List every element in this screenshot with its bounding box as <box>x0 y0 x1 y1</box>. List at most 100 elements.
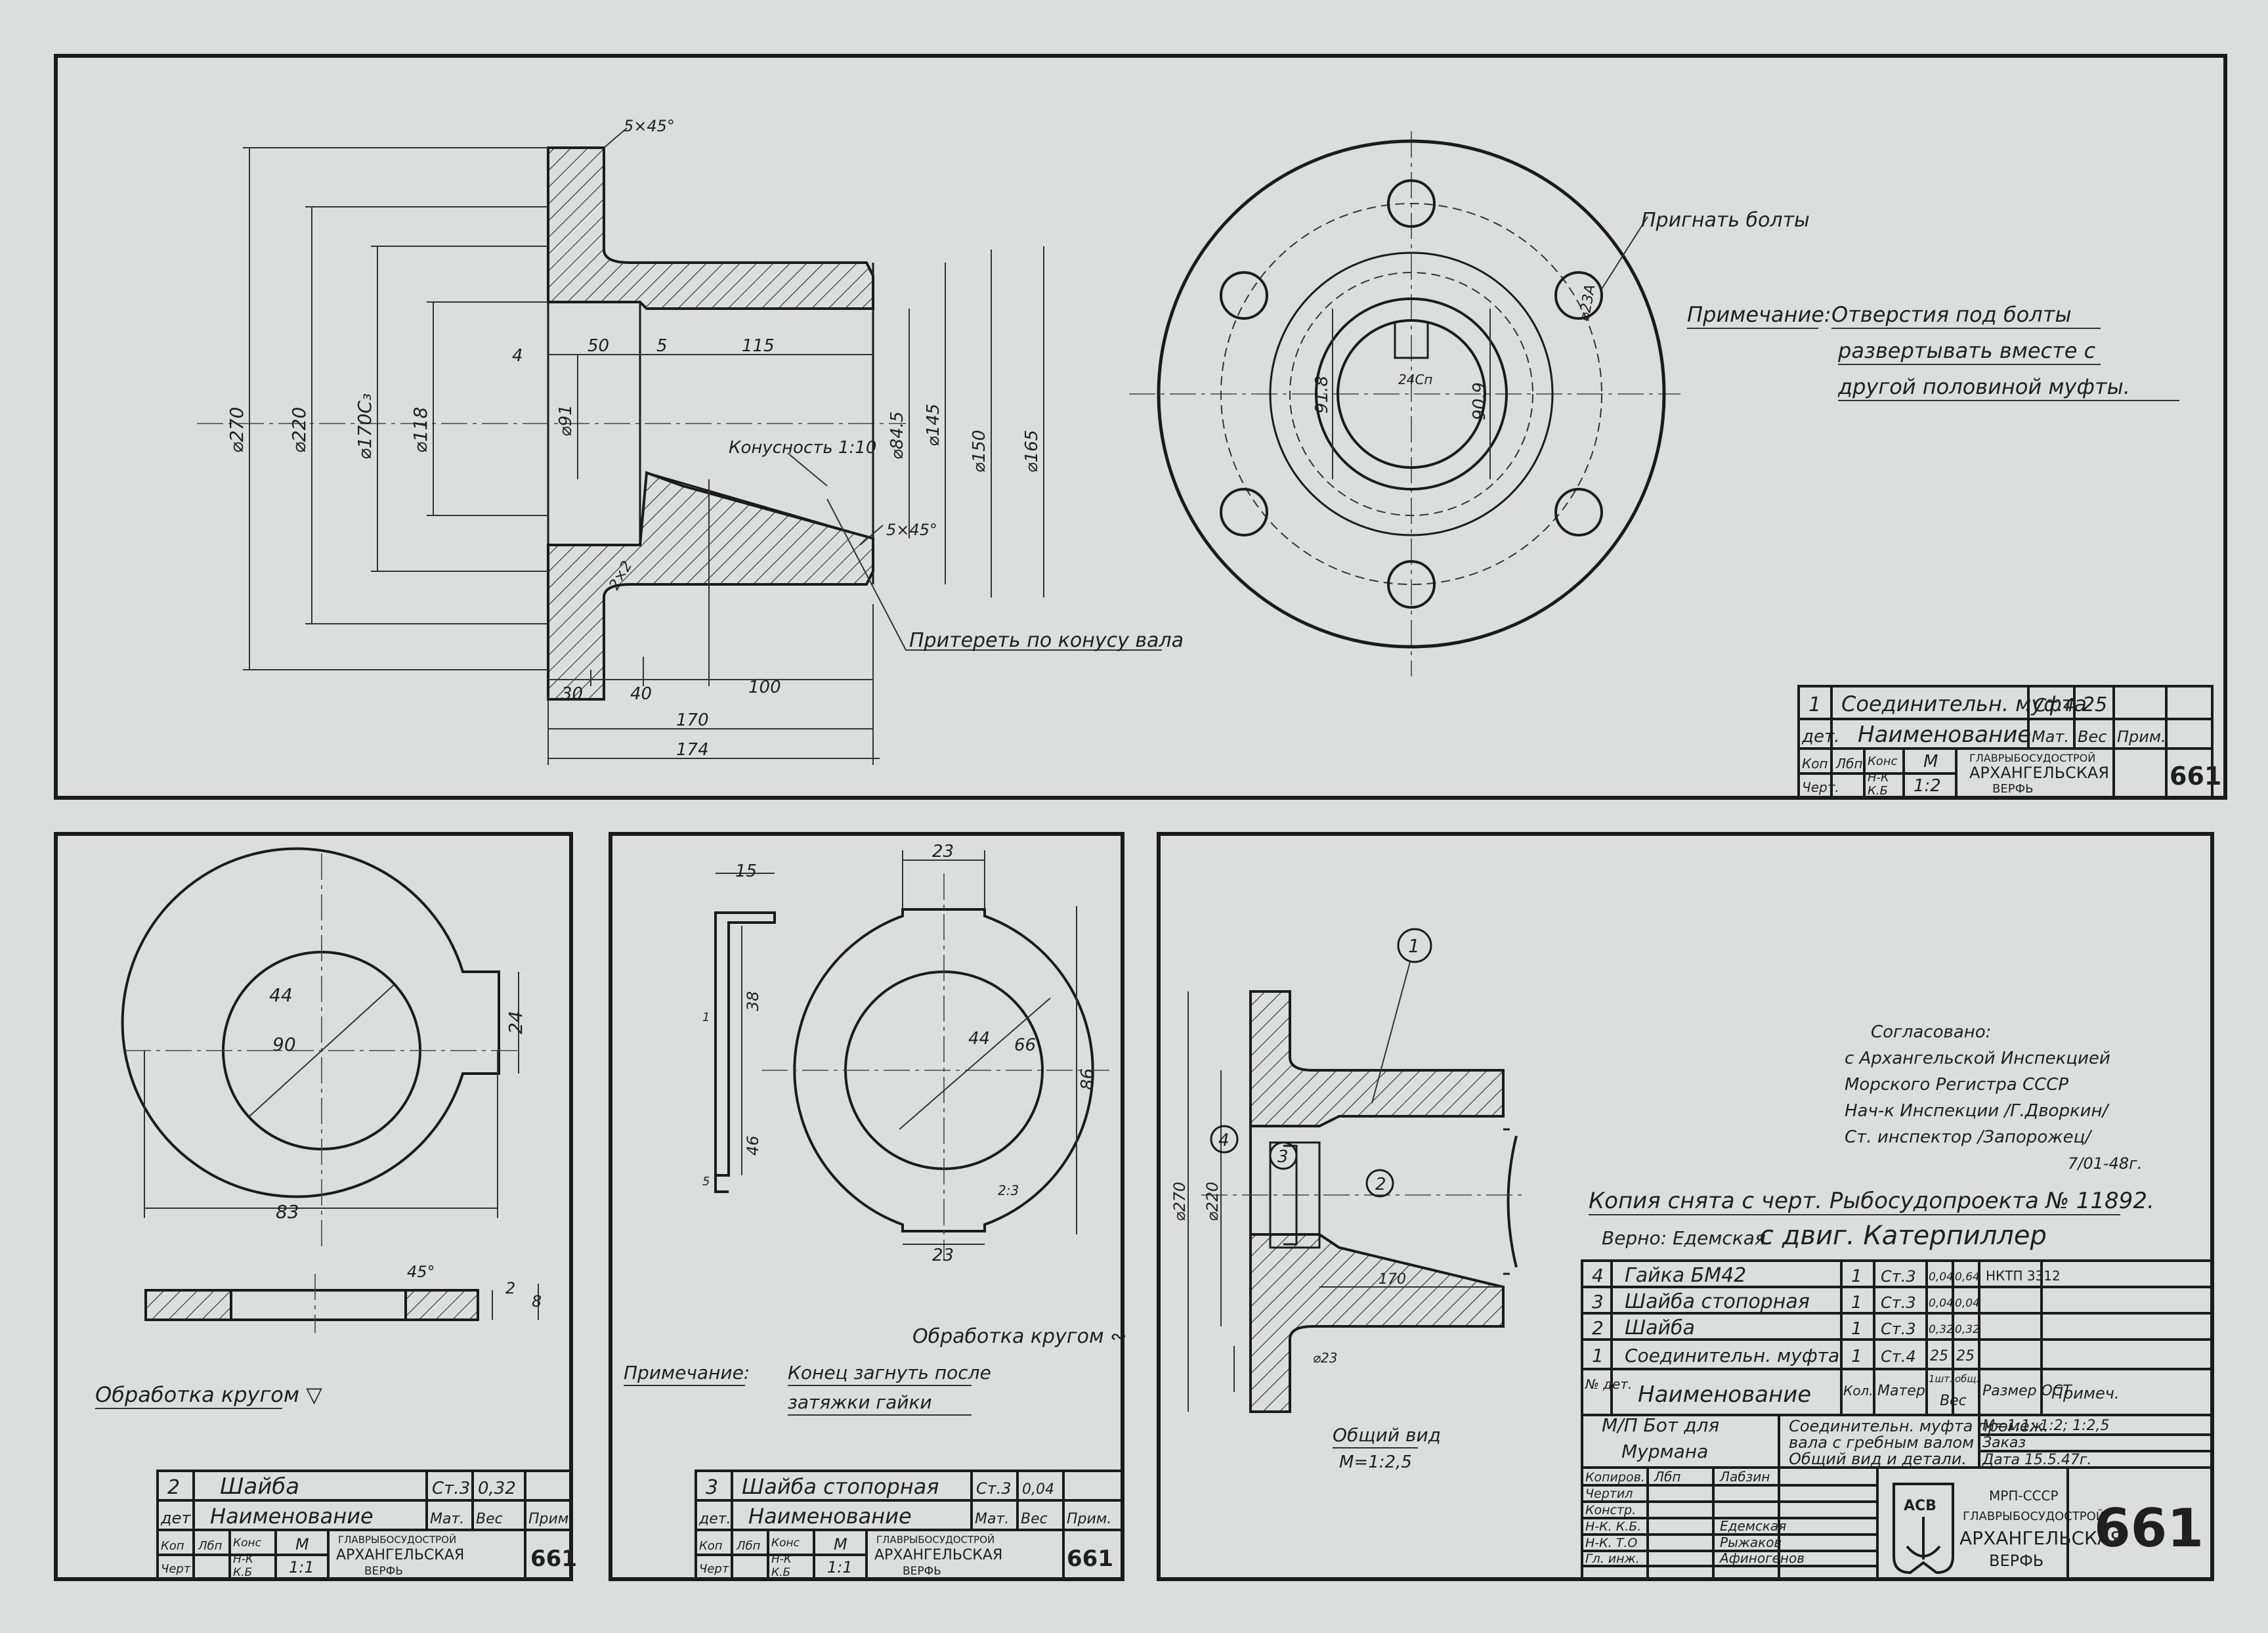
bom-w2: 25 <box>1956 1348 1975 1364</box>
lw-d5: 5 <box>702 1175 710 1188</box>
tb1-org1: ГЛАВРЫБОСУДОСТРОЙ <box>1969 752 2095 764</box>
title-block-1 <box>1797 685 2214 799</box>
bom-h-weight: Вес <box>1940 1393 1967 1409</box>
balloon-4: 4 <box>1218 1131 1230 1150</box>
main-title-text: М/П Бот для Мурмана Соединительн. муфта … <box>1585 1414 2204 1575</box>
balloon-3: 3 <box>1277 1147 1289 1167</box>
tb3-h-pos: дет. <box>698 1511 731 1527</box>
bom-w1: 0,32 <box>1929 1323 1954 1336</box>
approved-line-0: Согласовано: <box>1871 1022 1991 1042</box>
tb3-org3: ВЕРФЬ <box>903 1565 941 1578</box>
bom-w2: 0,32 <box>1955 1323 1980 1336</box>
lw-d46: 46 <box>744 1135 762 1156</box>
tb2-nk: Н-К <box>233 1553 254 1566</box>
tb3-kb: К.Б <box>771 1566 790 1579</box>
tb1-scale: 1:2 <box>1914 776 1941 796</box>
tb3-scale: 1:1 <box>827 1558 853 1577</box>
role-2: Констр. <box>1585 1503 1636 1517</box>
lw-finish: Обработка кругом ∾ <box>912 1325 1126 1348</box>
tb1-chert: Черт. <box>1802 779 1839 795</box>
len-100: 100 <box>748 678 781 697</box>
bom-h-rem: Примеч. <box>2051 1384 2120 1403</box>
tb1-h-rem: Прим. <box>2117 728 2166 746</box>
tb1-nk: Н-К <box>1868 771 1890 785</box>
bom-w1: 0,04 <box>1929 1297 1954 1310</box>
top-note: Примечание: Отверстия под болты разверты… <box>1687 302 2179 401</box>
lw-note-label: Примечание: <box>624 1362 750 1383</box>
bom-row: 4 Гайка БМ42 1 Ст.3 0,04 0,64 НКТП 3312 <box>1592 1264 2061 1287</box>
fit-bolts-label: Пригнать болты <box>1641 209 1810 232</box>
tb3-org1: ГЛАВРЫБОСУДОСТРОЙ <box>876 1533 995 1546</box>
tb2-org2: АРХАНГЕЛЬСКАЯ <box>336 1547 464 1563</box>
tb3-m: М <box>834 1535 847 1554</box>
lw-d23-top: 23 <box>932 842 954 861</box>
chamfer-top-label: 5×45° <box>624 117 675 135</box>
bom-w1: 0,04 <box>1929 1271 1954 1284</box>
main-title-block <box>1581 1414 2214 1580</box>
bom-w1: 25 <box>1930 1348 1948 1364</box>
tb3-name: Шайба стопорная <box>742 1474 939 1499</box>
role-5: Гл. инж. <box>1585 1552 1640 1566</box>
project-line-2: Мурмана <box>1621 1441 1708 1462</box>
bom-name: Гайка БМ42 <box>1625 1264 1746 1287</box>
name-4: Рыжаков <box>1720 1535 1782 1550</box>
tb2-m: М <box>295 1535 309 1554</box>
approved-line-4: Ст. инспектор /Запорожец/ <box>1845 1127 2093 1147</box>
tb1-kons: Конс <box>1868 754 1898 768</box>
note-line-2: развертывать вместе с <box>1837 338 2096 363</box>
lw-d86: 86 <box>1078 1068 1098 1090</box>
tb3-h-wt: Вес <box>1021 1511 1048 1527</box>
dim-270: ⌀270 <box>226 407 247 453</box>
tb1-org3: ВЕРФЬ <box>1992 782 2033 796</box>
tb1-pos: 1 <box>1808 693 1821 716</box>
bom-h-w1: 1шт. <box>1929 1373 1953 1385</box>
tb3-chert: Черт <box>699 1562 729 1576</box>
washer-d90: 90 <box>272 1034 296 1055</box>
len-170: 170 <box>676 710 709 730</box>
dim-165: ⌀165 <box>1022 430 1042 473</box>
tb2-org1: ГЛАВРЫБОСУДОСТРОЙ <box>338 1533 456 1546</box>
len-50: 50 <box>588 336 609 356</box>
role-0: Копиров. <box>1585 1470 1645 1485</box>
approved-line-3: Нач-к Инспекции /Г.Дворкин/ <box>1845 1101 2110 1121</box>
tb3-h-rem: Прим. <box>1067 1511 1111 1527</box>
tb3-nk: Н-К <box>771 1553 792 1566</box>
washer-d24: 24 <box>505 1011 526 1034</box>
tb1-h-wt: Вес <box>2078 728 2107 746</box>
bom-h-qty: Кол. <box>1843 1383 1873 1399</box>
note-label: Примечание: <box>1687 302 1831 327</box>
bom-name: Шайба <box>1625 1317 1695 1339</box>
tb2-pos: 2 <box>167 1476 180 1499</box>
chamfer-cone-label: 5×45° <box>886 521 937 539</box>
washer-d2: 2 <box>505 1279 515 1297</box>
desc-line-2: вала с гребным валом <box>1789 1433 1974 1452</box>
approval-block: Согласовано: с Архангельской Инспекцией … <box>1589 1022 2154 1251</box>
bom-mat: Ст.3 <box>1881 1294 1916 1312</box>
bom-qty: 1 <box>1851 1267 1862 1286</box>
bom-row: 2 Шайба 1 Ст.3 0,32 0,32 <box>1592 1317 1980 1339</box>
tb2-chert: Черт <box>161 1562 191 1576</box>
dim-91-8: 91.8 <box>1312 376 1332 414</box>
bom-mat: Ст.3 <box>1881 1320 1916 1338</box>
bom-h-name: Наименование <box>1638 1382 1811 1408</box>
balloon-2: 2 <box>1375 1175 1386 1194</box>
role-1: Чертил <box>1585 1487 1633 1501</box>
washer-d8: 8 <box>532 1292 542 1311</box>
approved-line-1: с Архангельской Инспекцией <box>1845 1049 2110 1068</box>
len-174: 174 <box>676 740 709 760</box>
dim-90-9: 90.9 <box>1470 382 1489 420</box>
tb1-m: М <box>1923 752 1938 772</box>
handwritten-note: с двиг. Катерпиллер <box>1759 1221 2047 1251</box>
title-block-3 <box>695 1470 1124 1580</box>
assembly-view-scale: М=1:2,5 <box>1339 1452 1412 1472</box>
tb3-num: 661 <box>1067 1546 1113 1572</box>
dim-220: ⌀220 <box>288 407 310 453</box>
lw-r23: 2:3 <box>998 1183 1019 1198</box>
tb1-wt: 25 <box>2082 693 2107 716</box>
washer-d45: 45° <box>407 1263 435 1281</box>
len-30: 30 <box>561 684 583 704</box>
approved-line-5: 7/01-48г. <box>2068 1154 2142 1173</box>
asm-d23: ⌀23 <box>1313 1350 1338 1366</box>
tb2-kop: Коп <box>161 1539 184 1553</box>
